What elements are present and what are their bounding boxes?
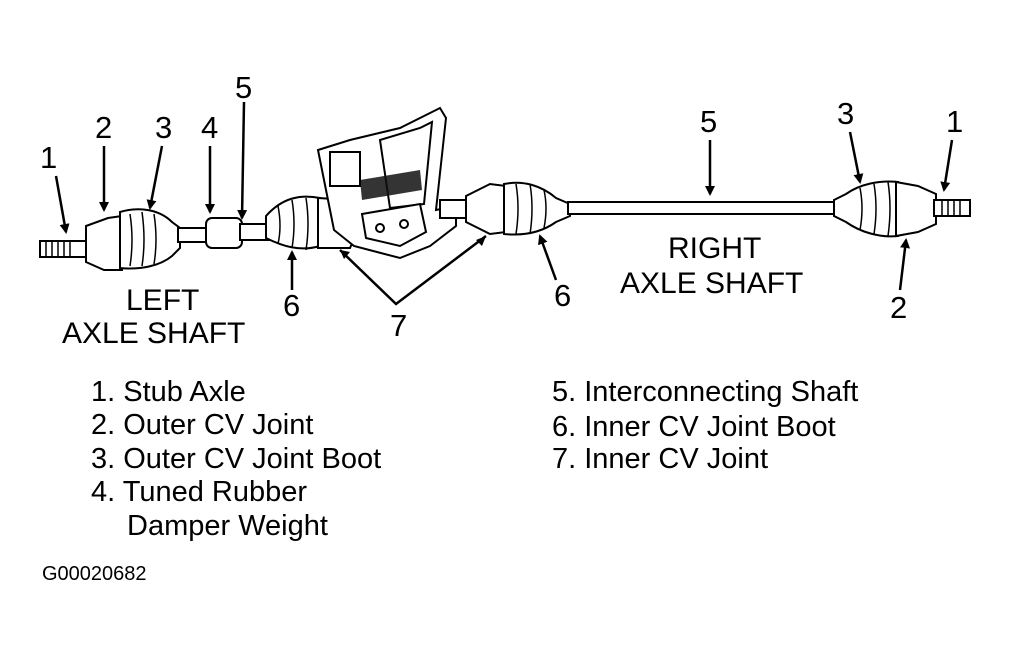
right-stub-axle bbox=[933, 199, 971, 217]
left-axle-shaft bbox=[39, 195, 357, 271]
transaxle bbox=[316, 106, 469, 260]
callout-right-6: 6 bbox=[554, 278, 571, 313]
callout-left-2: 2 bbox=[95, 110, 112, 145]
callout-left-6: 6 bbox=[283, 288, 300, 323]
callout-right-5: 5 bbox=[700, 104, 717, 139]
right-inner-cv-joint bbox=[465, 182, 507, 236]
left-outer-cv-boot bbox=[119, 208, 181, 270]
legend-item: 4. Tuned Rubber bbox=[91, 476, 307, 508]
figure-code: G00020682 bbox=[42, 563, 147, 585]
callout-left-5: 5 bbox=[235, 70, 252, 105]
legend-item: 7. Inner CV Joint bbox=[552, 443, 768, 475]
callout-center-7: 7 bbox=[390, 308, 407, 343]
callout-right-3: 3 bbox=[837, 96, 854, 131]
left-stub-axle bbox=[39, 240, 89, 258]
left-caption-line2: AXLE SHAFT bbox=[62, 317, 245, 350]
callout-right-1: 1 bbox=[946, 104, 963, 139]
leader-lines bbox=[54, 101, 954, 306]
legend-item: 5. Interconnecting Shaft bbox=[552, 376, 858, 408]
legend-item: 2. Outer CV Joint bbox=[91, 409, 313, 441]
right-inner-cv-boot bbox=[503, 181, 571, 236]
right-caption-line1: RIGHT bbox=[668, 232, 761, 265]
legend-left: 1. Stub Axle 2. Outer CV Joint 3. Outer … bbox=[91, 376, 381, 542]
left-caption-line1: LEFT bbox=[126, 284, 199, 317]
right-axle-shaft bbox=[465, 180, 971, 238]
left-damper-weight bbox=[205, 217, 243, 249]
legend-item: 3. Outer CV Joint Boot bbox=[91, 443, 381, 475]
legend-item: 1. Stub Axle bbox=[91, 376, 246, 408]
legend-item: 6. Inner CV Joint Boot bbox=[552, 411, 836, 443]
right-caption-line2: AXLE SHAFT bbox=[620, 267, 803, 300]
callout-left-1: 1 bbox=[40, 140, 57, 175]
right-interconnecting-shaft bbox=[567, 201, 839, 215]
legend-right: 5. Interconnecting Shaft 6. Inner CV Joi… bbox=[552, 376, 858, 475]
legend-item: Damper Weight bbox=[127, 510, 328, 542]
right-outer-cv-joint bbox=[895, 180, 937, 238]
callout-left-4: 4 bbox=[201, 110, 218, 145]
callout-right-2: 2 bbox=[890, 290, 907, 325]
callout-left-3: 3 bbox=[155, 110, 172, 145]
